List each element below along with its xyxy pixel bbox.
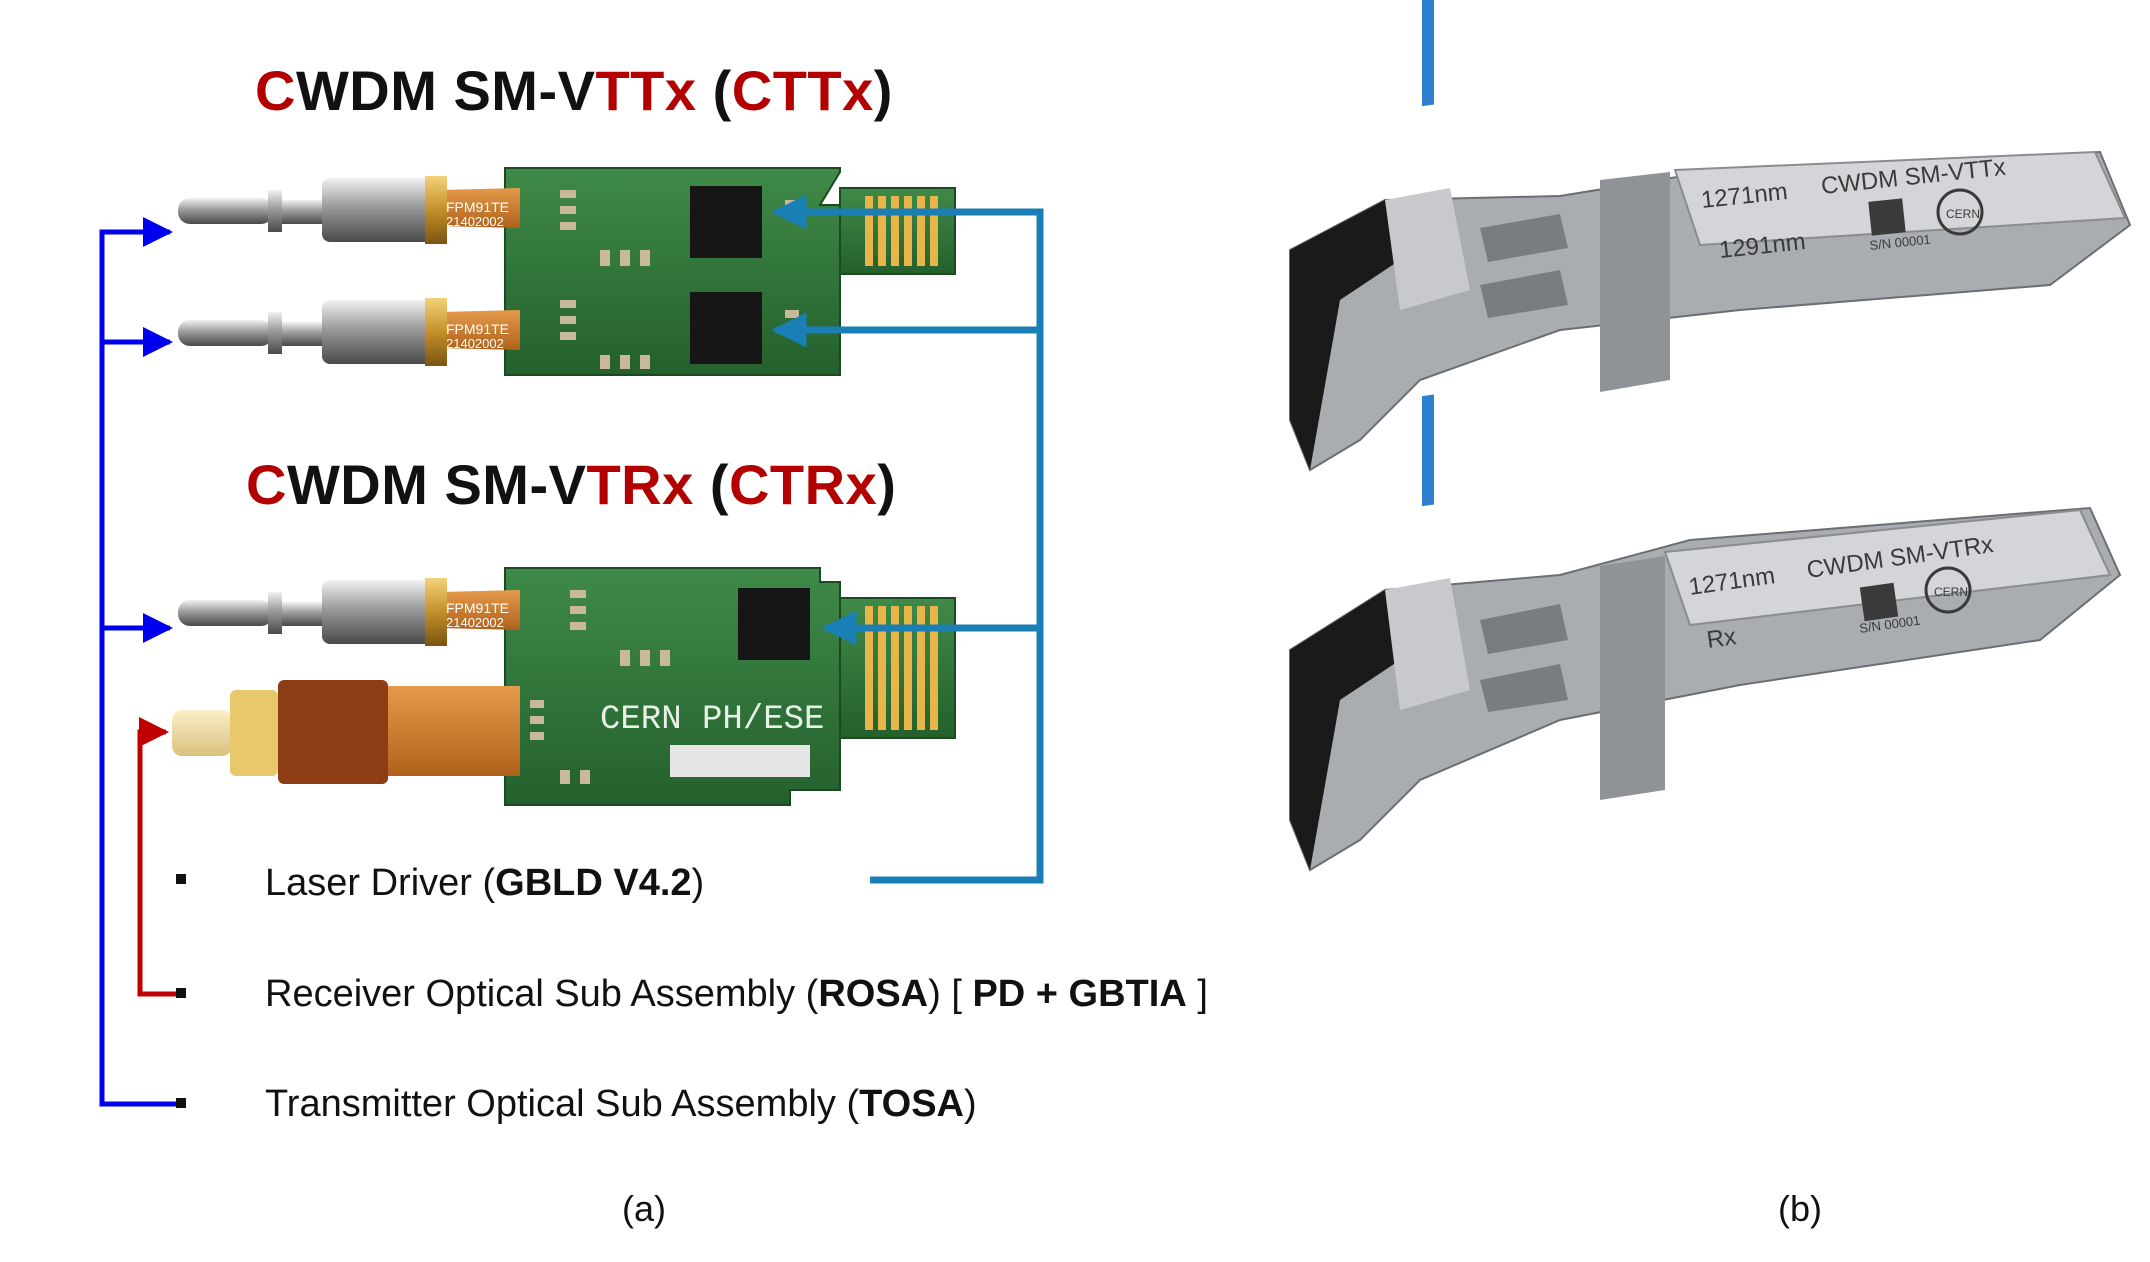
top-module-sn: S/N 00001: [1869, 232, 1932, 253]
rosa-arrow-bracket: [137, 717, 182, 997]
driver-arrow-bracket: [771, 194, 1044, 884]
cttx-module: FPM91TE 21402002 FPM91TE 21402002: [178, 167, 956, 376]
legend-laser-driver: Laser Driver (GBLD V4.2): [265, 862, 705, 904]
bottom-module-qr-icon: [1859, 582, 1899, 622]
num-label-bottom: 21402002: [446, 615, 504, 630]
num-label-top: 21402002: [446, 214, 504, 229]
legend-bullet-driver: [176, 874, 186, 884]
legend-bullet-tosa: [176, 1098, 186, 1108]
laser-driver-chip-bottom: [738, 588, 810, 660]
top-module-cern-logo-icon: [1936, 188, 1984, 236]
sfp-module-bottom: 1271nm Rx CWDM SM-VTRx S/N 00001 CERN: [1289, 394, 2122, 872]
ctrx-module: CERN PH/ESE FPM91TE 21402002: [172, 567, 956, 806]
bottom-module-cern-logo-icon: [1924, 566, 1972, 614]
rosa: [172, 680, 520, 784]
top-module-logo-text: CERN: [1946, 207, 1980, 221]
cern-silkscreen: CERN PH/ESE: [600, 701, 824, 739]
laser-driver-chip-top: [690, 186, 762, 258]
bottom-module-logo-text: CERN: [1934, 585, 1968, 599]
legend-bullet-rosa: [176, 988, 186, 998]
fpm-label-mid: FPM91TE: [446, 321, 509, 337]
sfp-module-top: 1271nm 1291nm CWDM SM-VTTx S/N 00001 CER…: [1289, 0, 2132, 472]
legend-tosa: Transmitter Optical Sub Assembly (TOSA): [265, 1083, 977, 1125]
tosa-top: [178, 176, 447, 244]
fpm-label-top: FPM91TE: [446, 199, 509, 215]
tosa-arrow-bracket: [99, 217, 182, 1107]
bottom-module-rx: Rx: [1705, 623, 1738, 654]
ctrx-title: CWDM SM-VTRx (CTRx): [246, 453, 897, 516]
num-label-mid: 21402002: [446, 336, 504, 351]
tosa-second: [178, 298, 447, 366]
caption-b: (b): [1778, 1188, 1822, 1229]
cttx-title: CWDM SM-VTTx (CTTx): [255, 59, 893, 122]
tosa-third: [178, 578, 447, 646]
laser-driver-chip-mid: [690, 292, 762, 364]
fpm-label-bottom: FPM91TE: [446, 600, 509, 616]
legend-rosa: Receiver Optical Sub Assembly (ROSA) [ P…: [265, 973, 1208, 1015]
caption-a: (a): [622, 1188, 666, 1229]
top-module-qr-icon: [1868, 198, 1906, 236]
